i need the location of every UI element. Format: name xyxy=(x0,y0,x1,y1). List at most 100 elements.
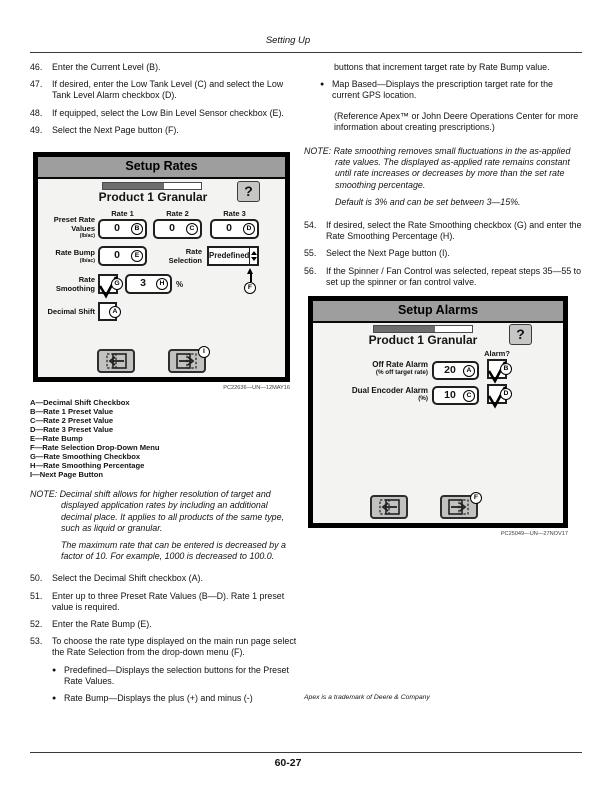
page-header-title: Setting Up xyxy=(265,35,311,46)
rate-bump-input[interactable]: 0 E xyxy=(98,246,147,267)
previous-page-button[interactable] xyxy=(370,495,408,520)
legend-item: F—Rate Selection Drop-Down Menu xyxy=(30,443,160,453)
setup-alarms-body: Product 1 Granular ? Alarm? Off Rate Ala… xyxy=(313,323,563,521)
note-label: NOTE: xyxy=(30,489,58,500)
step-number: 52. xyxy=(30,619,43,630)
setup-rates-screen: Setup Rates Product 1 Granular ? Rate 1 … xyxy=(33,152,290,383)
step-47: 47. If desired, enter the Low Tank Level… xyxy=(30,79,297,101)
steps-54-56: 54. If desired, select the Rate Smoothin… xyxy=(304,220,582,288)
step-number: 54. xyxy=(304,220,317,231)
rate-smoothing-checkbox[interactable]: G xyxy=(98,274,123,299)
dual-encoder-alarm-unit: (%) xyxy=(418,394,428,402)
callout-c: C xyxy=(463,389,475,402)
step-text: If desired, select the Rate Smoothing ch… xyxy=(326,220,582,242)
rate1-preset-input[interactable]: 0 B xyxy=(98,219,147,240)
header-rule xyxy=(30,52,582,53)
rate-bump-label: Rate Bump (lb/ac) xyxy=(38,248,95,263)
legend-item: H—Rate Smoothing Percentage xyxy=(30,461,145,471)
trademark-note: Apex is a trademark of Deere & Company xyxy=(304,694,430,702)
help-button[interactable]: ? xyxy=(237,181,260,203)
step-text: If desired, enter the Low Tank Level (C)… xyxy=(52,79,284,101)
step-text: Select the Decimal Shift checkbox (A). xyxy=(52,573,203,584)
rate2-header: Rate 2 xyxy=(166,209,189,219)
rate-selection-label: Rate Selection xyxy=(168,247,202,265)
rate-selection-options: ● Predefined—Displays the selection butt… xyxy=(30,665,297,705)
bullet-text: Predefined—Displays the selection button… xyxy=(64,664,289,686)
callout-arrow-icon xyxy=(247,268,253,275)
callout-h: H xyxy=(156,278,168,291)
rate-smoothing-input[interactable]: 3 H xyxy=(125,274,172,295)
bullet-predefined: ● Predefined—Displays the selection butt… xyxy=(52,665,297,687)
step-55: 55. Select the Next Page button (I). xyxy=(304,248,582,259)
figure-caption: PC22636—UN—12MAY16 xyxy=(223,385,290,392)
progress-fill xyxy=(374,326,435,333)
rate-smoothing-value: 3 xyxy=(140,277,146,290)
rate1-value: 0 xyxy=(114,222,120,235)
step-number: 46. xyxy=(30,62,43,72)
dual-encoder-alarm-checkbox[interactable]: D xyxy=(487,384,512,409)
off-rate-alarm-checkbox[interactable]: B xyxy=(487,359,512,384)
setup-alarms-titlebar: Setup Alarms xyxy=(313,301,563,324)
help-button[interactable]: ? xyxy=(509,324,532,346)
next-page-button[interactable]: I xyxy=(168,346,210,374)
step-number: 55. xyxy=(304,248,317,259)
callout-e: E xyxy=(131,250,143,263)
progress-bar xyxy=(102,182,202,191)
setup-alarms-screen: Setup Alarms Product 1 Granular ? Alarm?… xyxy=(308,296,568,529)
preset-unit: (lb/ac) xyxy=(79,233,95,240)
spinner-arrows-icon[interactable] xyxy=(249,248,257,265)
note-text: Decimal shift allows for higher resoluti… xyxy=(59,489,284,533)
rate1-header: Rate 1 xyxy=(111,209,134,219)
next-page-button[interactable]: F xyxy=(440,492,482,520)
legend-item: D—Rate 3 Preset Value xyxy=(30,425,114,435)
previous-page-button[interactable] xyxy=(97,349,135,374)
bullet-text: Rate Bump—Displays the plus (+) and minu… xyxy=(64,693,253,704)
rate2-value: 0 xyxy=(169,222,175,235)
step-53: 53. To choose the rate type displayed on… xyxy=(30,636,297,658)
step-number: 47. xyxy=(30,79,43,90)
rate2-preset-input[interactable]: 0 C xyxy=(153,219,202,240)
off-rate-alarm-input[interactable]: 20 A xyxy=(432,361,479,381)
previous-page-icon xyxy=(379,499,400,515)
note-rate-smoothing: NOTE: Rate smoothing removes small fluct… xyxy=(304,146,582,208)
step-49: 49. Select the Next Page button (F). xyxy=(30,125,297,136)
bullet-icon: ● xyxy=(320,81,325,89)
step-number: 49. xyxy=(30,124,43,135)
step-52: 52. Enter the Rate Bump (E). xyxy=(30,619,297,630)
bullet-icon: ● xyxy=(52,666,57,674)
note-decimal-shift: NOTE: Decimal shift allows for higher re… xyxy=(30,489,297,562)
next-page-icon xyxy=(176,353,197,369)
step-48: 48. If equipped, select the Low Bin Leve… xyxy=(30,108,297,119)
figure-caption: PC25049—UN—27NOV17 xyxy=(500,531,568,538)
callout-legend: A—Decimal Shift Checkbox B—Rate 1 Preset… xyxy=(30,398,297,479)
step-text: Select the Next Page button (F). xyxy=(52,124,179,135)
product-title: Product 1 Granular xyxy=(368,333,478,348)
step-text: Enter up to three Preset Rate Values (B—… xyxy=(52,590,285,612)
bullet-continuation-text: buttons that increment target rate by Ra… xyxy=(334,62,550,72)
next-page-icon xyxy=(448,499,469,515)
step-text: Enter the Current Level (B). xyxy=(52,62,161,72)
bullet-icon: ● xyxy=(52,695,57,703)
rate-selection-options-cont: ● Map Based—Displays the prescription ta… xyxy=(304,79,582,101)
setup-rates-titlebar: Setup Rates xyxy=(38,157,285,180)
legend-item: B—Rate 1 Preset Value xyxy=(30,407,114,417)
rate-selection-dropdown[interactable]: Predefined xyxy=(207,246,259,267)
decimal-shift-checkbox[interactable]: A xyxy=(98,302,121,322)
callout-f: F xyxy=(244,282,256,295)
page-number: 60-27 xyxy=(274,757,302,769)
step-text: To choose the rate type displayed on the… xyxy=(52,636,297,658)
legend-item: G—Rate Smoothing Checkbox xyxy=(30,452,141,462)
rate3-preset-input[interactable]: 0 D xyxy=(210,219,259,240)
step-text: If the Spinner / Fan Control was selecte… xyxy=(326,265,582,287)
callout-d: D xyxy=(243,223,255,236)
step-46: 46. Enter the Current Level (B). xyxy=(30,62,297,73)
off-rate-alarm-unit: (% off target rate) xyxy=(375,368,428,376)
left-column: 46. Enter the Current Level (B). 47. If … xyxy=(30,62,297,710)
dual-encoder-alarm-input[interactable]: 10 C xyxy=(432,386,479,406)
bullet-rate-bump: ● Rate Bump—Displays the plus (+) and mi… xyxy=(52,693,297,704)
rate-selection-value: Predefined xyxy=(209,251,250,261)
step-51: 51. Enter up to three Preset Rate Values… xyxy=(30,591,297,613)
preset-rate-values-label: Preset Rate Values (lb/ac) xyxy=(38,215,95,240)
step-56: 56. If the Spinner / Fan Control was sel… xyxy=(304,266,582,288)
